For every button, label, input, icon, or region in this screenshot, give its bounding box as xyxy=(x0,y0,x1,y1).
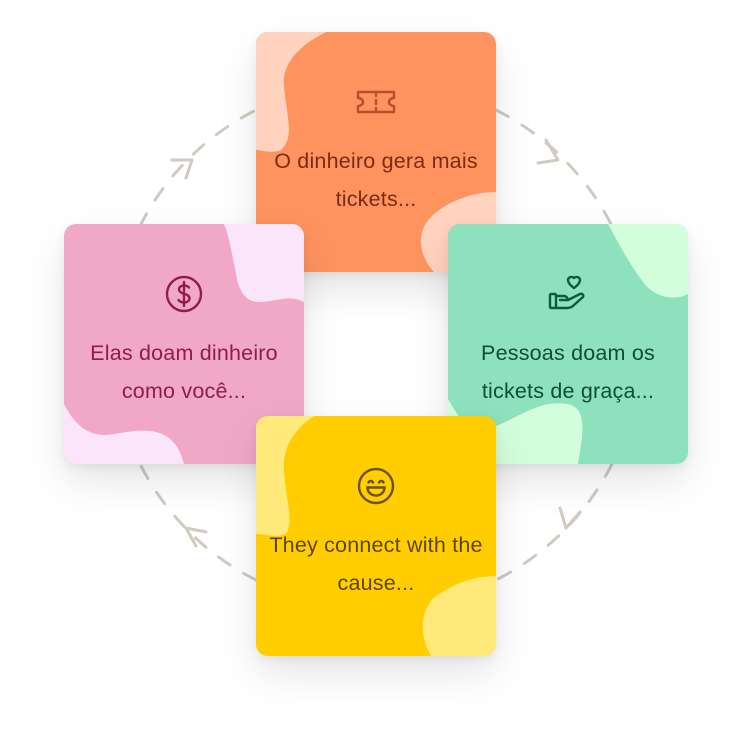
cycle-step-people-donate-tickets: Pessoas doam os tickets de graça... xyxy=(448,224,688,464)
hand-heart-icon xyxy=(548,275,585,310)
cycle-step-money-generates-tickets: O dinheiro gera mais tickets... xyxy=(256,32,496,272)
cycle-step-they-donate-money: Elas doam dinheiro como você... xyxy=(64,224,304,464)
cycle-step-they-connect: They connect with the cause... xyxy=(256,416,496,656)
arrowhead-left-top xyxy=(170,158,194,180)
arrowhead-top-right xyxy=(536,138,560,165)
arrowhead-right-bottom xyxy=(558,506,582,530)
ticket-icon xyxy=(356,90,396,114)
dollar-circle-icon xyxy=(165,275,203,313)
step-text: O dinheiro gera mais tickets... xyxy=(274,149,478,211)
connector-left-top xyxy=(138,108,258,228)
connector-top-right xyxy=(494,108,614,228)
decorative-blob xyxy=(256,416,496,656)
step-text: Pessoas doam os tickets de graça... xyxy=(481,341,655,403)
arrowhead-bottom-left xyxy=(184,526,208,548)
decorative-blob xyxy=(64,224,304,464)
connector-bottom-left xyxy=(138,462,258,582)
step-text: They connect with the cause... xyxy=(269,533,483,595)
smiley-icon xyxy=(357,467,395,505)
connector-right-bottom xyxy=(494,462,614,582)
step-text: Elas doam dinheiro como você... xyxy=(90,341,278,403)
